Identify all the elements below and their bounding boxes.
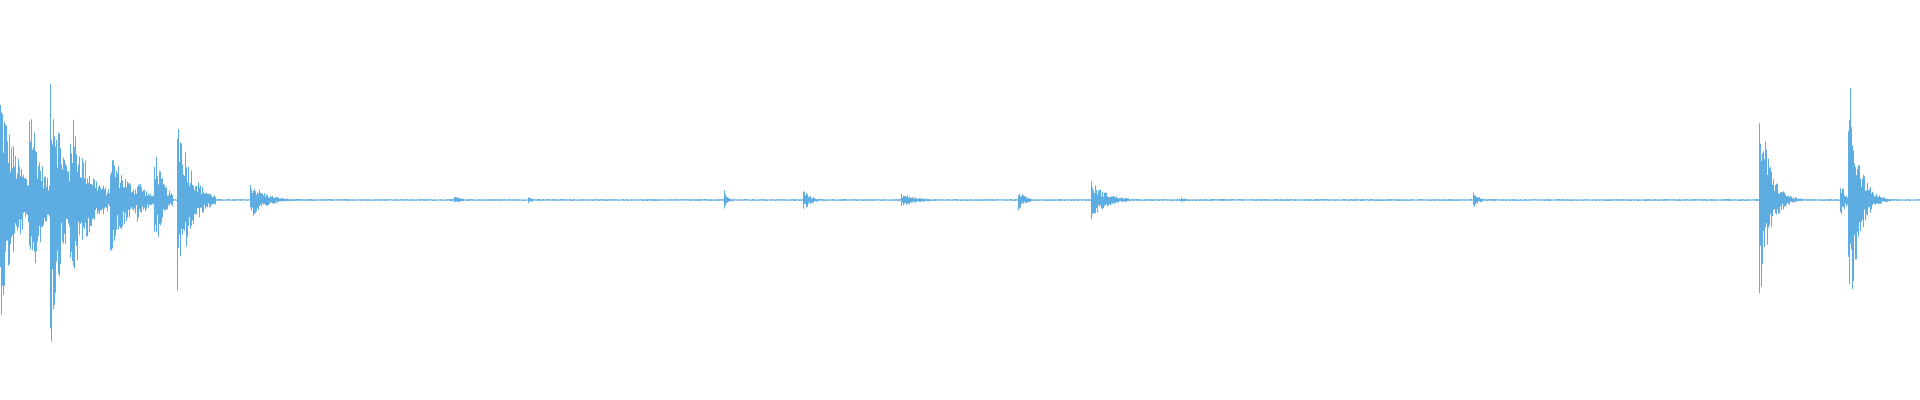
waveform-trace (0, 84, 1920, 342)
